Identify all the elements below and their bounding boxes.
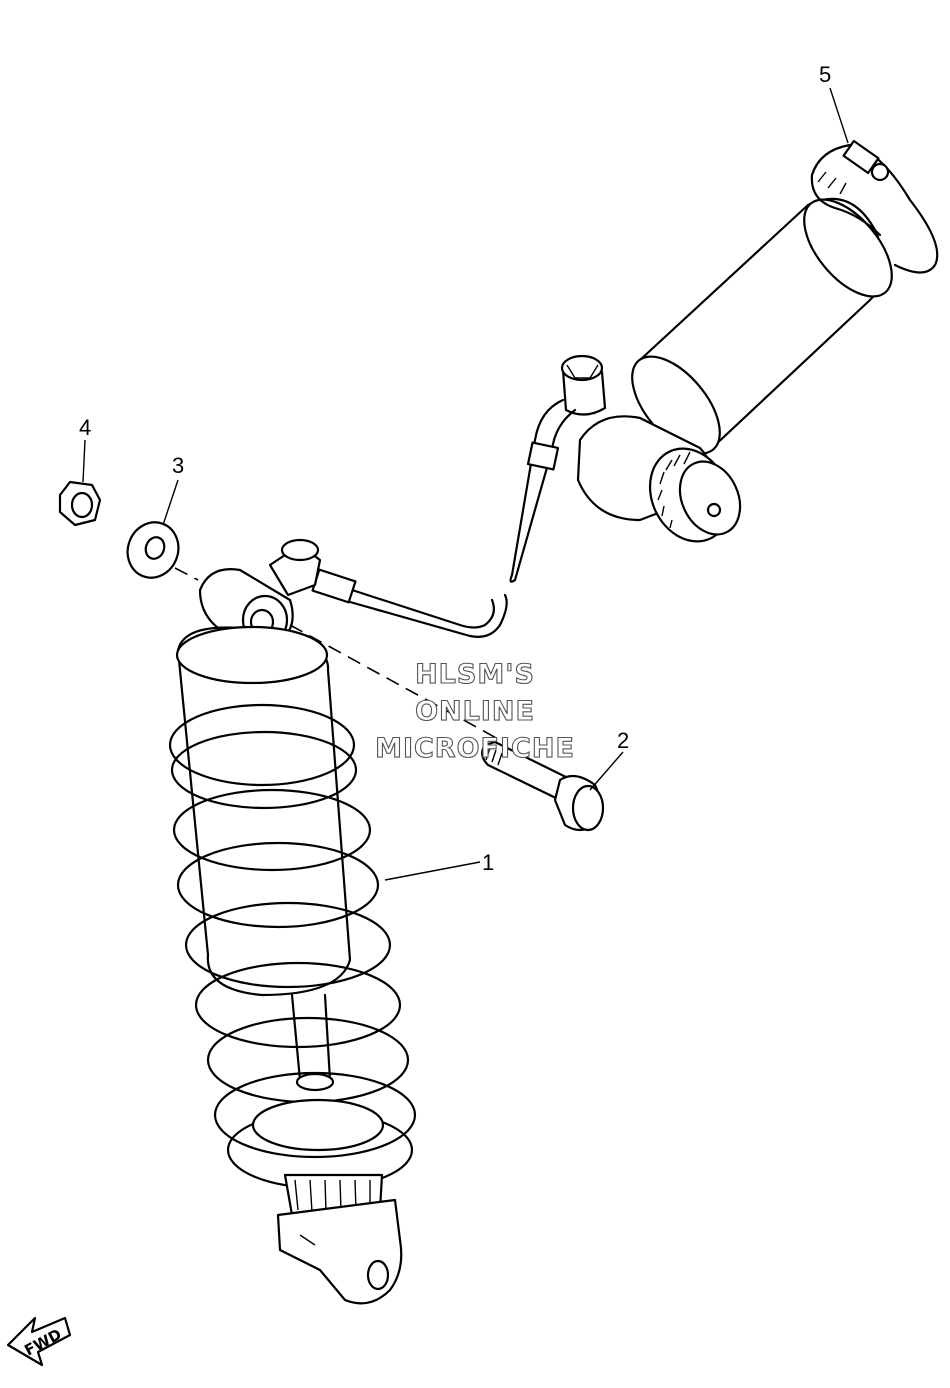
part-number-2: 2 xyxy=(617,728,629,753)
hose-clamp xyxy=(810,139,939,274)
part-number-5: 5 xyxy=(819,62,831,87)
reservoir-hose xyxy=(311,398,577,638)
watermark: HLSM'S ONLINE MICROFICHE xyxy=(375,658,575,764)
nut xyxy=(58,480,102,527)
assembly-centerline xyxy=(174,567,501,741)
watermark-line-1: HLSM'S xyxy=(415,659,535,690)
damping-adjuster-knob xyxy=(648,447,742,543)
rear-shock-absorber xyxy=(168,538,417,1305)
bolt xyxy=(481,740,605,832)
washer xyxy=(126,521,180,579)
watermark-line-3: MICROFICHE xyxy=(375,733,575,764)
part-number-4: 4 xyxy=(79,415,91,440)
watermark-line-2: ONLINE xyxy=(415,696,535,727)
reservoir-hose-fitting xyxy=(560,354,607,416)
part-number-3: 3 xyxy=(172,453,184,478)
fwd-arrow-icon: FWD xyxy=(6,1316,72,1367)
leader-lines xyxy=(82,87,849,881)
part-number-1: 1 xyxy=(482,850,494,875)
reservoir-canister xyxy=(560,197,893,543)
